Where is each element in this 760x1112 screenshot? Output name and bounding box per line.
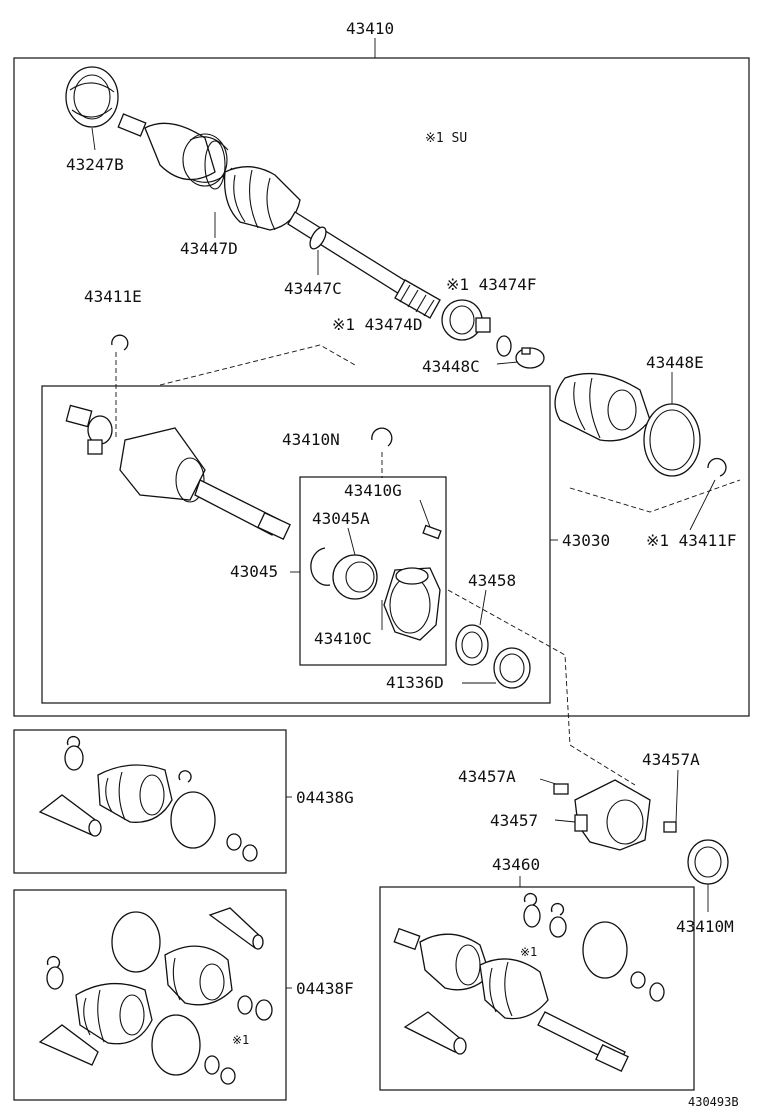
label-43474D: ※1 43474D: [332, 315, 422, 334]
kit-04438F-frame: [13, 889, 287, 1101]
kit-04438F-parts: [38, 907, 273, 1085]
label-43410: 43410: [346, 19, 394, 38]
assembly-43410-frame: [13, 57, 750, 717]
label-43410C: 43410C: [314, 629, 372, 648]
boot-43247B: [65, 66, 119, 128]
band-43448E: [643, 403, 701, 477]
label-43460: 43460: [492, 855, 540, 874]
label-43448E: 43448E: [646, 353, 704, 372]
seal-43458: [455, 624, 489, 666]
label-04438F: 04438F: [296, 979, 354, 998]
leader-43410G: [419, 499, 431, 528]
pin-43410G: [422, 524, 442, 540]
leader-43448C: [496, 361, 519, 365]
label-43447D: 43447D: [180, 239, 238, 258]
housing-43410C: [383, 567, 441, 641]
label-43411F: ※1 43411F: [646, 531, 736, 550]
seal-41336D: [493, 647, 531, 689]
label-su-note: ※1 SU: [425, 131, 467, 146]
label-43030: 43030: [562, 531, 610, 550]
label-43474F: ※1 43474F: [446, 275, 536, 294]
leader-43458: [479, 589, 487, 626]
clamp-43448C: [515, 347, 545, 369]
clip-43474F: [496, 335, 512, 357]
label-43247B: 43247B: [66, 155, 124, 174]
bracket-43457: [574, 779, 651, 851]
label-43457: 43457: [490, 811, 538, 830]
leader-43247B: [91, 127, 96, 151]
label-43045A: 43045A: [312, 509, 370, 528]
label-43447C: 43447C: [284, 279, 342, 298]
dashed-guide-top: [159, 344, 356, 386]
assembly-43460-parts: [393, 892, 665, 1073]
boot-43448E: [554, 372, 651, 442]
label-43410M: 43410M: [676, 917, 734, 936]
bearing-43474D: [441, 299, 491, 341]
inner-joint-housing: [119, 427, 206, 503]
clamp-43447C: [309, 226, 327, 250]
boot-43447D: [204, 140, 301, 231]
label-41336D: 41336D: [386, 673, 444, 692]
dashed-guide-bracket: [447, 589, 636, 786]
inner-shaft: [194, 479, 291, 541]
shaft-upper: [287, 211, 441, 319]
assembly-43460-frame: [379, 886, 695, 1091]
label-43411E: 43411E: [84, 287, 142, 306]
bearing-43045: [332, 554, 378, 600]
label-43457A-left: 43457A: [458, 767, 516, 786]
snap-ring-43410N: [371, 427, 393, 447]
snap-ring-43411E: [111, 334, 129, 351]
leader-43457: [554, 819, 576, 823]
snap-ring-43411F: [707, 457, 727, 477]
tripod-joint: [65, 404, 113, 455]
label-04438G: 04438G: [296, 788, 354, 807]
label-43448C: 43448C: [422, 357, 480, 376]
leader-43045A: [347, 527, 356, 556]
bolt-43457A-right: [663, 769, 679, 833]
label-43410G: 43410G: [344, 481, 402, 500]
label-note-kit-f: ※1: [232, 1033, 249, 1047]
outer-joint: [117, 113, 233, 187]
assembly-43030-frame: [41, 385, 551, 704]
label-43410N: 43410N: [282, 430, 340, 449]
label-ref-code: 430493B: [688, 1095, 739, 1109]
bolt-43457A-left: [539, 778, 569, 795]
clip-43045A: [310, 547, 331, 586]
leader-43411F: [689, 479, 716, 531]
label-43457A-right: 43457A: [642, 750, 700, 769]
kit-04438G-parts: [38, 735, 258, 862]
subassembly-43045-frame: [299, 476, 447, 666]
label-43458: 43458: [468, 571, 516, 590]
label-43045: 43045: [230, 562, 278, 581]
label-note-43460: ※1: [520, 945, 537, 959]
kit-04438G-frame: [13, 729, 287, 874]
bearing-43410M: [687, 839, 729, 885]
dashed-guide-right: [569, 479, 741, 513]
